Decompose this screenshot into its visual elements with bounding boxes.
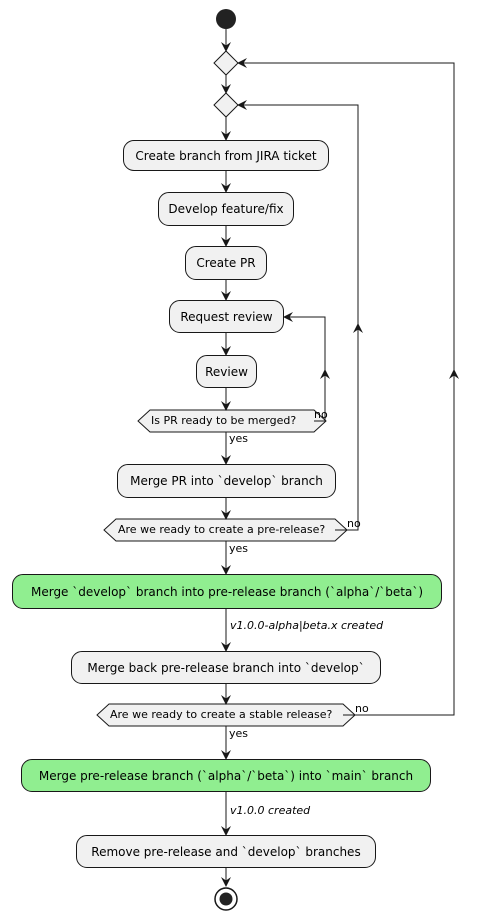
- pr-ready-no-label: no: [314, 408, 328, 421]
- pre-release-no-loop-edge: [237, 100, 359, 531]
- decision-stable-release: Are we ready to create a stable release?: [110, 708, 333, 721]
- stable-release-no-loop-edge: [237, 58, 455, 716]
- pr-ready-yes-label: yes: [229, 432, 249, 445]
- activity-create-pr: Create PR: [185, 246, 267, 280]
- stable-created-note: v1.0.0 created: [230, 804, 311, 817]
- activity-merge-into-main: Merge pre-release branch (`alpha`/`beta`…: [21, 759, 431, 792]
- activity-remove-branches: Remove pre-release and `develop` branche…: [76, 835, 376, 868]
- activity-develop-feature: Develop feature/fix: [158, 192, 294, 226]
- activity-create-branch: Create branch from JIRA ticket: [123, 140, 329, 171]
- decision-pr-ready: Is PR ready to be merged?: [151, 414, 297, 427]
- decision-pre-release: Are we ready to create a pre-release?: [118, 523, 326, 536]
- activity-merge-pr: Merge PR into `develop` branch: [117, 464, 336, 498]
- inner-loop-merge-diamond: [213, 92, 239, 118]
- pre-release-yes-label: yes: [229, 542, 249, 555]
- activity-request-review: Request review: [169, 300, 284, 333]
- outer-loop-merge-diamond: [213, 50, 239, 76]
- pr-ready-decision-shape: [137, 409, 327, 433]
- activity-merge-develop-into-prerelease: Merge `develop` branch into pre-release …: [12, 574, 442, 609]
- end-node-core: [219, 892, 233, 906]
- stable-release-decision-shape: [96, 703, 356, 727]
- end-node-ring: [214, 887, 238, 911]
- pre-release-no-label: no: [347, 517, 361, 530]
- stable-release-yes-label: yes: [229, 727, 249, 740]
- activity-review: Review: [196, 355, 257, 388]
- flow-edges: [221, 29, 459, 887]
- activity-merge-back: Merge back pre-release branch into `deve…: [71, 651, 381, 684]
- start-node: [216, 9, 236, 29]
- pre-release-decision-shape: [103, 518, 348, 542]
- pr-not-ready-loop-edge: [283, 312, 326, 422]
- prerelease-created-note: v1.0.0-alpha|beta.x created: [230, 619, 384, 632]
- stable-release-no-label: no: [355, 702, 369, 715]
